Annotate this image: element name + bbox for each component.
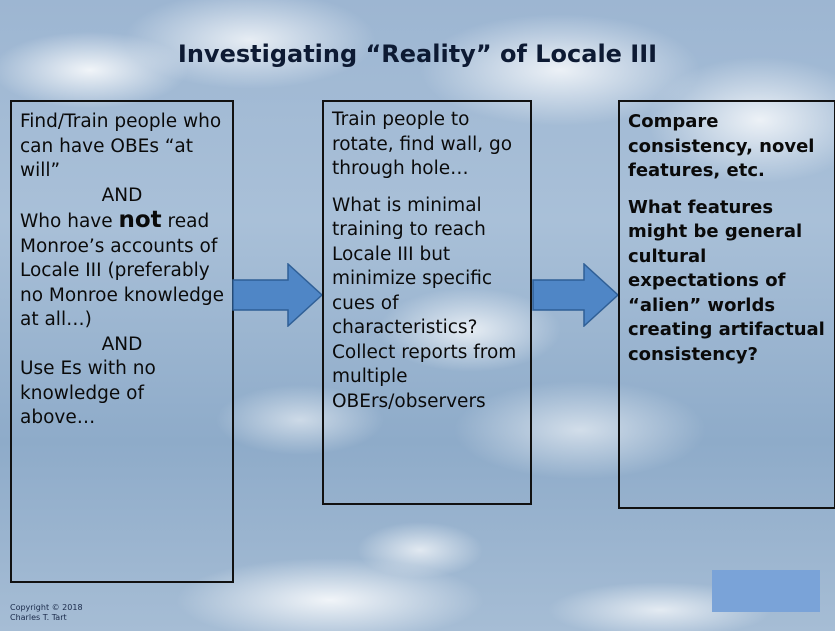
box-train-rotate: Train people to rotate, find wall, go th…	[322, 100, 532, 505]
copyright-notice: Copyright © 2018 Charles T. Tart	[10, 603, 83, 623]
box1-line2: Who have not read Monroe’s accounts of L…	[20, 208, 224, 333]
box3-para2: What features might be general cultural …	[628, 196, 825, 365]
box3-para1: Compare consistency, novel features, etc…	[628, 111, 815, 181]
box1-and-2: AND	[101, 333, 143, 355]
box1-line3: Use Es with no knowledge of above…	[20, 358, 156, 428]
copyright-line2: Charles T. Tart	[10, 613, 67, 622]
box1-line2-rest: read Monroe’s accounts of Locale III (pr…	[20, 211, 224, 330]
slide-title: Investigating “Reality” of Locale III	[177, 40, 658, 68]
box1-and-1: AND	[101, 184, 143, 206]
box1-who-have: Who have	[20, 211, 119, 232]
right-arrow-icon	[532, 263, 620, 327]
corner-rectangle	[712, 570, 820, 612]
box2-para2: What is minimal training to reach Locale…	[332, 194, 517, 412]
box1-not-emphasis: not	[118, 207, 162, 233]
box2-para1: Train people to rotate, find wall, go th…	[332, 109, 513, 179]
right-arrow-icon	[232, 263, 324, 327]
box-compare: Compare consistency, novel features, etc…	[618, 100, 835, 509]
box-find-train: Find/Train people who can have OBEs “at …	[10, 100, 234, 583]
copyright-line1: Copyright © 2018	[10, 603, 83, 612]
box1-line1: Find/Train people who can have OBEs “at …	[20, 111, 222, 181]
